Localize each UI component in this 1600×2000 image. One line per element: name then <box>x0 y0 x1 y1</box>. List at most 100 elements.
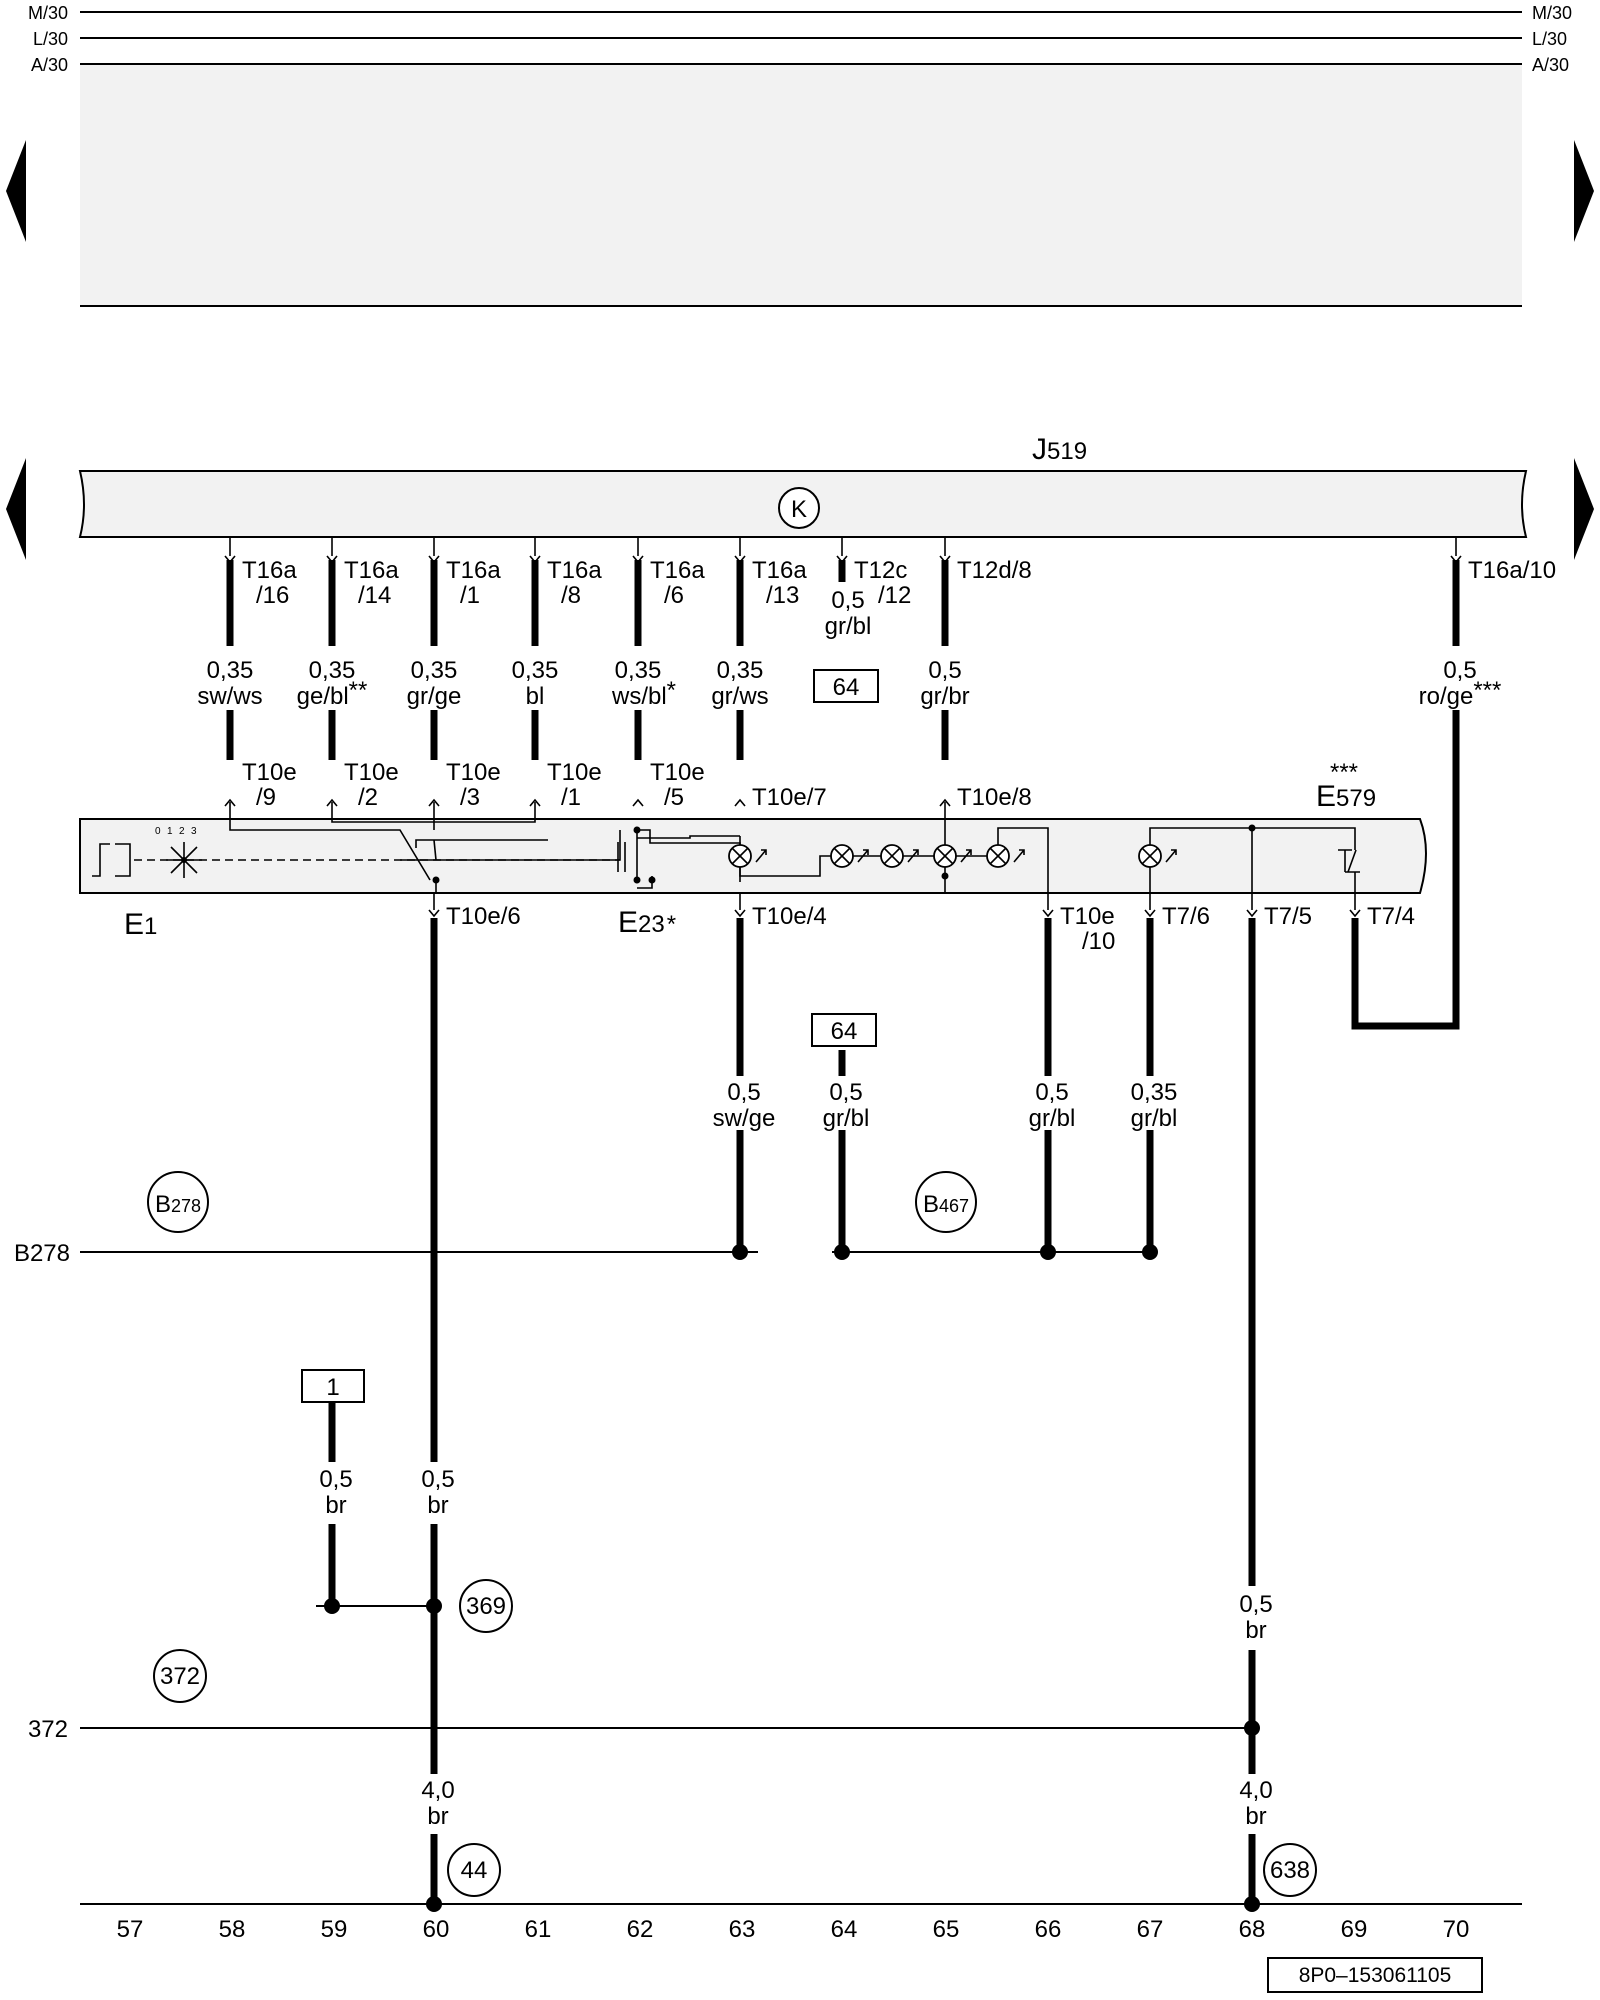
connector-t12d-8: T12d/8 <box>957 557 1032 584</box>
svg-text:br: br <box>427 1803 448 1830</box>
svg-text:60: 60 <box>423 1916 450 1943</box>
svg-text:0,35: 0,35 <box>615 657 662 684</box>
document-id-box <box>1267 1957 1483 1993</box>
connector-labels-switch-top: T10e /9 T10e /2 T10e /3 T10e /1 T10e /5 … <box>242 759 1032 811</box>
svg-text:br: br <box>427 1492 448 1519</box>
ref-box-64-upper[interactable] <box>813 669 879 703</box>
ref-box-64-lower-text: 64 <box>831 1018 858 1045</box>
svg-text:/10: /10 <box>1082 928 1115 955</box>
e579-mark: *** <box>1330 759 1358 786</box>
prev-page-arrow-icon-2[interactable] <box>6 458 26 560</box>
svg-text:T7/6: T7/6 <box>1162 903 1210 930</box>
svg-text:1: 1 <box>167 826 173 837</box>
svg-text:bl: bl <box>526 683 545 710</box>
svg-text:65: 65 <box>933 1916 960 1943</box>
rail-b278-label: B278 <box>14 1240 70 1267</box>
svg-text:ge/bl**: ge/bl** <box>297 677 368 710</box>
svg-text:369: 369 <box>466 1593 506 1620</box>
next-page-arrow-icon-2[interactable] <box>1574 458 1594 560</box>
ref-circle-b278[interactable]: B278 <box>147 1171 209 1233</box>
connector-pins <box>224 537 1462 918</box>
svg-text:T10e: T10e <box>242 759 297 786</box>
svg-text:0,35: 0,35 <box>207 657 254 684</box>
svg-text:3: 3 <box>191 826 197 837</box>
j519-label: J519 <box>1032 433 1087 466</box>
connector-labels-switch-bottom: T10e/6 T10e/4 T10e /10 T7/6 T7/5 T7/4 <box>446 903 1415 955</box>
ref-circle-372[interactable]: 372 <box>153 1649 207 1703</box>
connector-t16a-1: T16a <box>446 557 501 584</box>
connector-t16a-14-pin: /14 <box>358 582 391 609</box>
svg-text:0,5: 0,5 <box>928 657 961 684</box>
connector-labels-j519: T16a /16 T16a /14 T16a /1 T16a /8 T16a /… <box>242 557 1556 609</box>
ref-box-1-text: 1 <box>326 1374 339 1401</box>
rail-m30-label-right: M/30 <box>1532 3 1572 23</box>
can-bus-k-symbol-icon <box>778 487 820 529</box>
connector-t16a-14: T16a <box>344 557 399 584</box>
svg-text:0,5: 0,5 <box>727 1079 760 1106</box>
rail-l30-label-right: L/30 <box>1532 29 1567 49</box>
svg-text:gr/bl: gr/bl <box>1131 1105 1178 1132</box>
ref-circle-369[interactable]: 369 <box>459 1579 513 1633</box>
svg-text:0,5: 0,5 <box>319 1466 352 1493</box>
svg-text:58: 58 <box>219 1916 246 1943</box>
svg-text:0,5: 0,5 <box>829 1079 862 1106</box>
connector-t16a-10: T16a/10 <box>1468 557 1556 584</box>
svg-text:2: 2 <box>179 826 185 837</box>
connector-t16a-1-pin: /1 <box>460 582 480 609</box>
svg-text:gr/ws: gr/ws <box>711 683 768 710</box>
rail-a30-label-left: A/30 <box>31 55 68 75</box>
svg-text:4,0: 4,0 <box>421 1777 454 1804</box>
svg-text:0,5: 0,5 <box>421 1466 454 1493</box>
svg-text:0: 0 <box>155 826 161 837</box>
rail-m30-label-left: M/30 <box>28 3 68 23</box>
svg-text:/5: /5 <box>664 784 684 811</box>
ref-box-1[interactable] <box>301 1369 365 1403</box>
wire-labels-lower: 0,5 sw/ge 0,5 gr/bl 0,5 gr/bl 0,35 gr/bl… <box>319 1079 1272 1830</box>
ref-circle-44[interactable]: 44 <box>447 1843 501 1897</box>
ref-circle-b467[interactable]: B467 <box>915 1171 977 1233</box>
svg-text:br: br <box>1245 1803 1266 1830</box>
svg-text:T10e: T10e <box>547 759 602 786</box>
rail-a30-label-right: A/30 <box>1532 55 1569 75</box>
switch-internals: 0 1 2 3 <box>92 802 1360 893</box>
junction-dots <box>324 1244 1260 1912</box>
e579-label: E579 <box>1316 780 1376 813</box>
svg-text:69: 69 <box>1341 1916 1368 1943</box>
svg-text:67: 67 <box>1137 1916 1164 1943</box>
connector-t12c-12-pin: /12 <box>878 582 911 609</box>
svg-text:gr/bl: gr/bl <box>1029 1105 1076 1132</box>
svg-text:/2: /2 <box>358 784 378 811</box>
connector-t16a-8-pin: /8 <box>561 582 581 609</box>
svg-text:T10e/7: T10e/7 <box>752 784 827 811</box>
svg-text:61: 61 <box>525 1916 552 1943</box>
connector-t16a-16-pin: /16 <box>256 582 289 609</box>
svg-text:gr/bl: gr/bl <box>823 1105 870 1132</box>
e1-label: E1 <box>124 908 157 941</box>
switch-assembly-box <box>79 818 1427 894</box>
connector-t16a-6-pin: /6 <box>664 582 684 609</box>
prev-page-arrow-icon[interactable] <box>6 140 26 242</box>
svg-text:T10e: T10e <box>344 759 399 786</box>
svg-text:sw/ge: sw/ge <box>713 1105 776 1132</box>
svg-text:59: 59 <box>321 1916 348 1943</box>
ref-box-64-lower[interactable] <box>811 1013 877 1047</box>
svg-text:638: 638 <box>1270 1857 1310 1884</box>
svg-text:T10e: T10e <box>446 759 501 786</box>
svg-text:68: 68 <box>1239 1916 1266 1943</box>
svg-text:63: 63 <box>729 1916 756 1943</box>
svg-text:66: 66 <box>1035 1916 1062 1943</box>
ref-box-64-upper-text: 64 <box>833 674 860 701</box>
connector-t16a-13: T16a <box>752 557 807 584</box>
svg-text:T7/5: T7/5 <box>1264 903 1312 930</box>
next-page-arrow-icon[interactable] <box>1574 140 1594 242</box>
svg-text:gr/br: gr/br <box>920 683 969 710</box>
svg-text:70: 70 <box>1443 1916 1470 1943</box>
ref-circle-638[interactable]: 638 <box>1263 1843 1317 1897</box>
document-id: 8P0–153061105 <box>1299 1964 1452 1987</box>
top-rail-area <box>80 64 1522 306</box>
wires <box>226 560 1460 1904</box>
svg-text:B467: B467 <box>923 1191 969 1218</box>
e23-label: E23* <box>618 906 676 939</box>
svg-text:/9: /9 <box>256 784 276 811</box>
